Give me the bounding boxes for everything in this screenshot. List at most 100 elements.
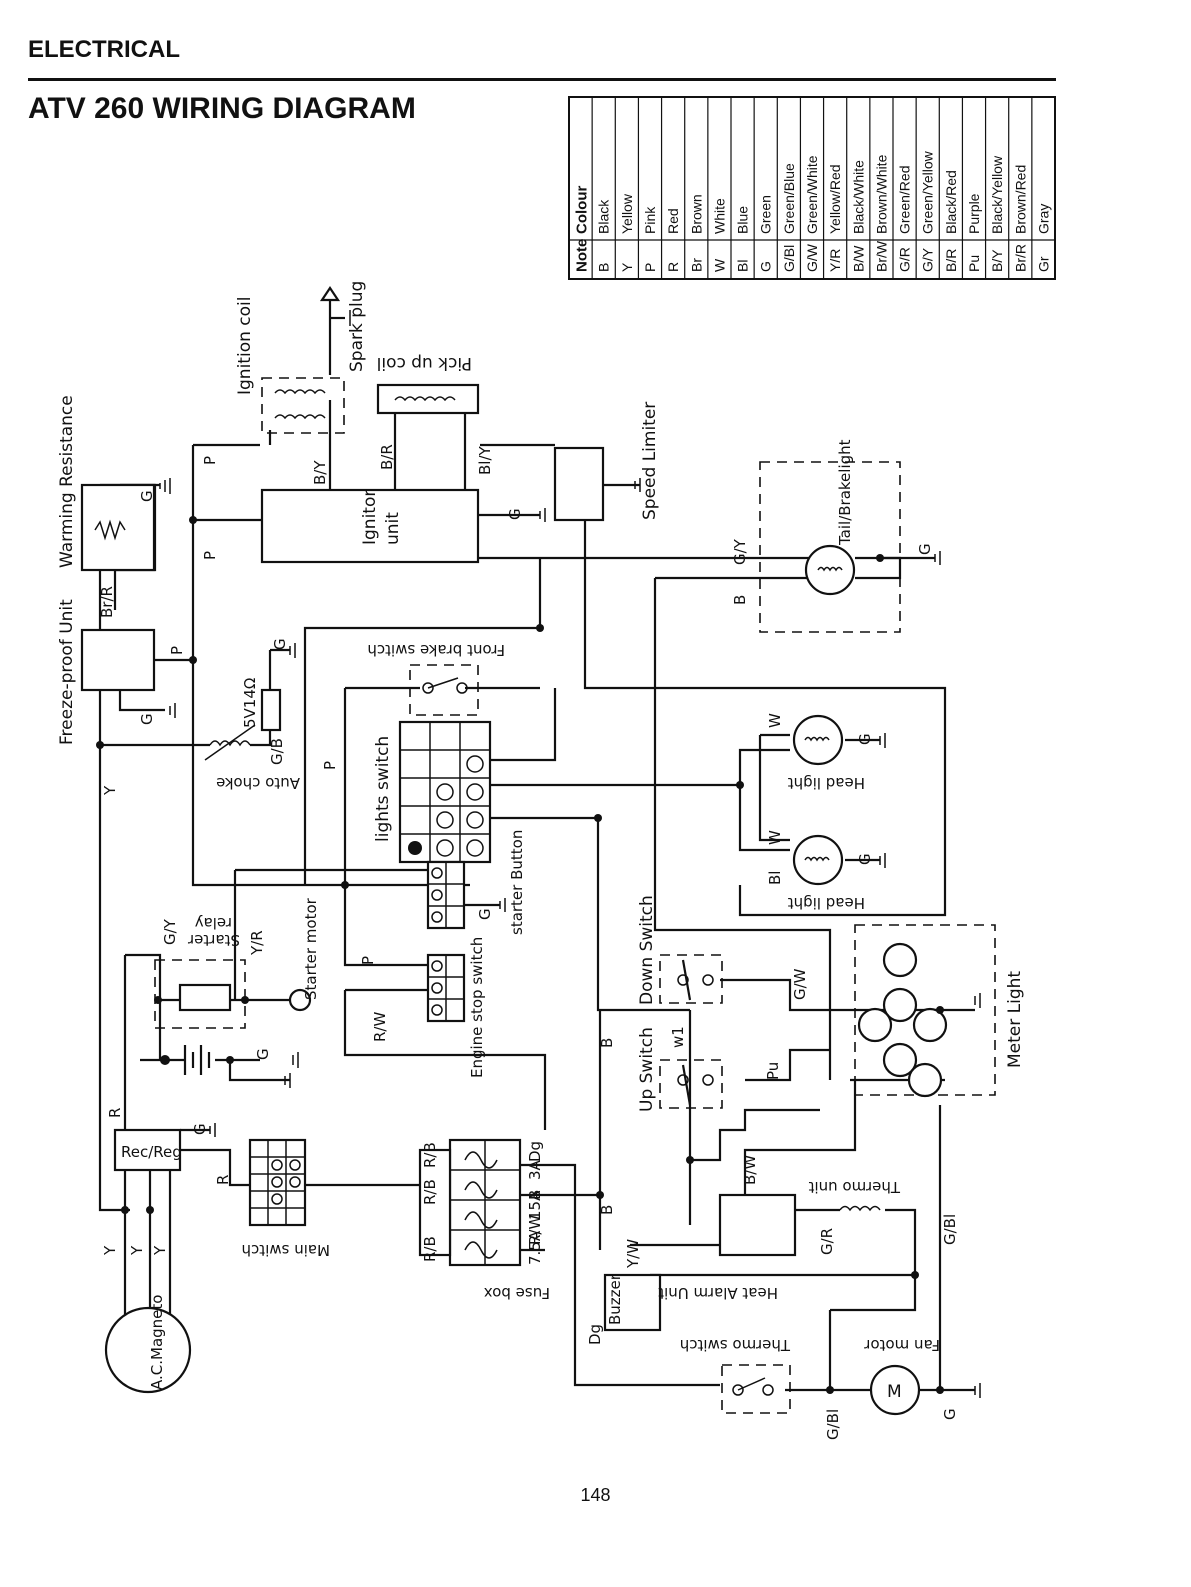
legend-note-13: Br/W <box>873 240 889 272</box>
wire-label-g-y: G/Y <box>731 538 749 565</box>
label-fuse-3a: 3A <box>526 1159 544 1180</box>
ground-symbols <box>159 310 981 1398</box>
wire-label-r: R <box>214 1175 232 1185</box>
starter-motor-symbol <box>288 988 312 1012</box>
legend-note-3: P <box>642 263 658 272</box>
rec-reg-box <box>113 1128 182 1172</box>
wire-labels: G P P P P P Br/R G Y B/Y B/R Bl/Y G G/Y … <box>98 444 959 1440</box>
legend-colour-12: Black/White <box>850 160 866 234</box>
front-brake-switch-box <box>409 664 479 716</box>
label-lights-switch: lights switch <box>373 736 393 842</box>
thermo-switch-box <box>721 1364 791 1414</box>
legend-colour-5: Brown <box>688 194 704 234</box>
legend-colour-17: Purple <box>966 193 982 234</box>
spark-plug-symbol <box>319 286 341 302</box>
label-thermo-unit: Thermo unit <box>808 1178 901 1196</box>
legend-note-10: G/W <box>804 243 820 272</box>
label-ac-magneto: A.C.Magneto <box>148 1295 166 1390</box>
label-ignitor-unit-1: Ignitor <box>360 490 380 545</box>
legend-colour-7: Blue <box>735 206 751 234</box>
label-front-brake: Front brake switch <box>367 641 505 659</box>
wire-label-r-w: R/W <box>526 1215 544 1245</box>
wire-label-p: P <box>359 956 377 965</box>
legend-note-14: G/R <box>897 247 913 272</box>
wire-label-g-y: G/Y <box>161 918 179 945</box>
legend-note-5: Br <box>688 258 704 272</box>
label-up-switch: Up Switch <box>637 1027 657 1112</box>
legend-note-17: Pu <box>966 255 982 272</box>
label-fuse-75a: 7.5A <box>526 1230 544 1265</box>
legend-colour-18: Black/Yellow <box>989 155 1005 234</box>
label-fan-motor: Fan motor <box>863 1336 940 1354</box>
wire-label-g-b: G/B <box>268 738 286 765</box>
legend-colour-14: Green/Red <box>897 166 913 234</box>
label-head-light-2: Head light <box>788 894 865 912</box>
legend-colour-2: Yellow <box>619 193 635 234</box>
starter-relay-box <box>154 959 246 1029</box>
wire-label-g: G <box>856 853 874 865</box>
legend-note-1: B <box>596 263 612 272</box>
label-ignition-coil: Ignition coil <box>235 297 255 395</box>
page-number: 148 <box>580 1485 611 1505</box>
wire-label-r-b: R/B <box>421 1236 439 1262</box>
legend-note-16: B/R <box>943 249 959 272</box>
wire-label-pu: Pu <box>764 1062 782 1080</box>
wire-label-y: Y <box>151 1245 169 1256</box>
wire-label-y-w: Y/W <box>624 1239 642 1269</box>
wire-label-g-bl: G/Bl <box>824 1409 842 1440</box>
legend-border <box>568 96 1056 280</box>
label-meter-light: Meter Light <box>1005 971 1025 1068</box>
label-heat-alarm: Heat Alarm Unit <box>658 1284 778 1302</box>
legend-note-18: B/Y <box>989 249 1005 272</box>
label-freeze-proof: Freeze-proof Unit <box>57 599 77 745</box>
legend-note-19: Br/R <box>1012 244 1028 272</box>
tail-brake-light-box <box>759 461 901 633</box>
label-thermo-switch: Thermo switch <box>680 1336 791 1354</box>
buzzer-box <box>603 1273 662 1332</box>
wire-label-b: B <box>731 595 749 605</box>
colour-legend-table: NoteColourBBlackYYellowPPinkRRedBrBrownW… <box>568 96 1056 280</box>
page-title: ATV 260 WIRING DIAGRAM <box>28 92 416 125</box>
label-auto-choke: Auto choke <box>216 774 300 792</box>
legend-colour-header: Colour <box>574 186 591 234</box>
legend-colour-11: Yellow/Red <box>827 164 843 234</box>
legend-note-header: Note <box>574 239 591 272</box>
label-head-light-1: Head light <box>788 774 865 792</box>
wire-label-y-r: Y/R <box>248 930 266 956</box>
head-light-upper <box>792 714 844 766</box>
wire-label-g-bl: G/Bl <box>941 1214 959 1245</box>
up-switch-box <box>659 1059 723 1109</box>
legend-colour-3: Pink <box>642 206 658 234</box>
diagram-components <box>80 286 996 1416</box>
wire-label-b-r: B/R <box>378 444 396 470</box>
freeze-proof-box <box>80 628 156 692</box>
head-light-lower <box>792 834 844 886</box>
starter-button-grid <box>426 860 466 930</box>
junction-dots <box>96 516 944 1394</box>
wire-label-bl: Bl <box>766 871 784 885</box>
legend-colour-10: Green/White <box>804 155 820 234</box>
auto-choke-symbol <box>209 740 251 747</box>
wire-label-r-w: R/W <box>371 1012 389 1042</box>
legend-colour-19: Brown/Red <box>1012 165 1028 234</box>
wire-label-g: G <box>506 508 524 520</box>
wire-label-g: G <box>856 733 874 745</box>
legend-colour-20: Gray <box>1035 204 1051 234</box>
legend-colour-9: Green/Blue <box>781 163 797 234</box>
wire-label-dg: Dg <box>586 1324 604 1345</box>
wire-label-g: G <box>941 1408 959 1420</box>
wire-label-b-w: B/W <box>741 1155 759 1185</box>
label-buzzer: Buzzer <box>606 1273 624 1325</box>
wire-label-w: W <box>766 713 784 728</box>
legend-note-20: Gr <box>1035 256 1051 272</box>
wire-label-y: Y <box>101 1245 119 1256</box>
wire-label-g: G <box>191 1123 209 1135</box>
wire-label-br-r: Br/R <box>98 586 116 618</box>
wire-label-b: B <box>526 1190 544 1200</box>
label-resistor: 5V14Ω <box>241 678 259 728</box>
wire-label-g-r: G/R <box>818 1228 836 1255</box>
wire-label-p: P <box>201 551 219 560</box>
label-ignitor-unit-2: unit <box>383 512 403 545</box>
wire-label-y: Y <box>128 1245 146 1256</box>
legend-colour-6: White <box>711 198 727 234</box>
